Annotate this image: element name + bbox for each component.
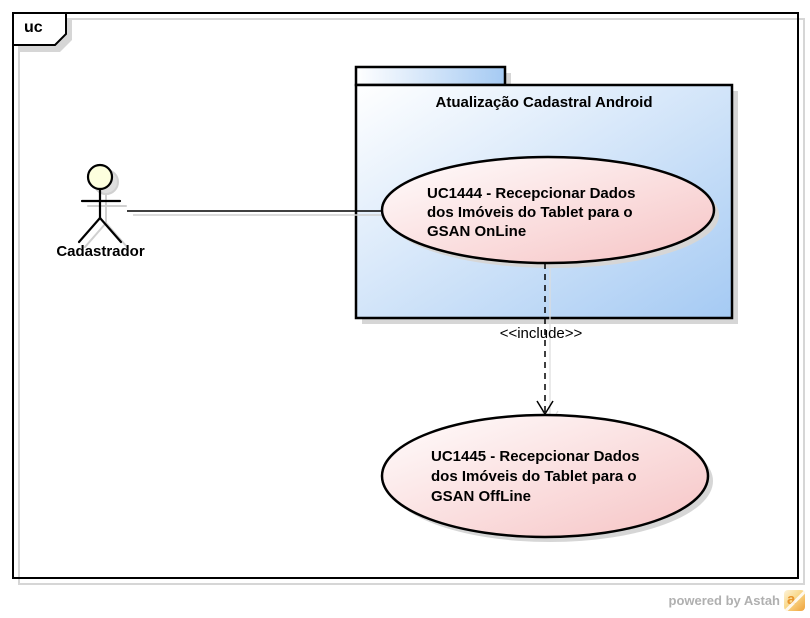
frame-type-label: uc [24,19,43,36]
usecase-online-line1: UC1444 - Recepcionar Dados [427,185,636,202]
usecase-online-ellipse [380,155,716,265]
actor-right-leg [98,216,123,244]
usecase-online-label: UC1444 - Recepcionar Dados dos Imóveis d… [427,184,657,241]
actor-head [86,163,114,191]
actor-figure [77,163,123,244]
frame-shadow [18,18,805,585]
usecase-online-line3: GSAN OnLine [427,223,527,240]
frame-border [12,12,799,579]
astah-logo-icon: a [784,590,805,611]
usecase-offline-ellipse [380,413,710,539]
watermark-text: powered by Astah [668,593,780,608]
package-title: Atualização Cadastral Android [435,94,653,111]
usecase-offline-line2: dos Imóveis do Tablet para o [431,468,637,485]
usecase-online-line2: dos Imóveis do Tablet para o [427,204,633,221]
usecase-offline-line1: UC1445 - Recepcionar Dados [431,448,640,465]
astah-logo-letter: a [787,591,796,608]
package-tab [354,65,507,87]
include-stereotype-label: <<include>> [499,325,583,342]
actor-name-label: Cadastrador [56,243,145,260]
usecase-offline-line3: GSAN OffLine [431,488,531,505]
actor-left-leg [77,216,102,244]
watermark: powered by Astah a [560,590,805,611]
usecase-offline-label: UC1445 - Recepcionar Dados dos Imóveis d… [431,447,661,507]
